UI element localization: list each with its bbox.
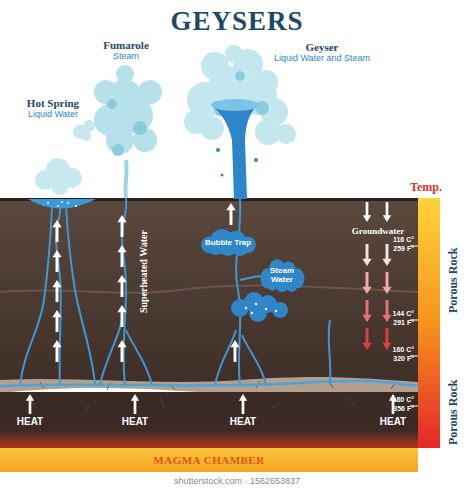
cloud-label: Bubble Trap <box>205 238 251 247</box>
diagram-title: GEYSERS <box>0 6 474 37</box>
watermark: shutterstock.com · 1562653837 <box>0 476 474 486</box>
groundwater-label: Groundwater <box>346 226 410 236</box>
temperature-value: 259 F° <box>382 245 414 252</box>
heat-label: HEAT <box>223 416 263 427</box>
heat-label: HEAT <box>10 416 50 427</box>
heat-label: HEAT <box>373 416 413 427</box>
geyser-feature: GeyserLiquid Water and Steam <box>266 38 378 66</box>
feature-name: Hot Spring <box>27 97 79 109</box>
feature-subtitle: Liquid Water and Steam <box>274 53 370 63</box>
band-label: MAGMA CHAMBER <box>153 454 264 466</box>
temperature-heading: Temp. <box>410 180 454 195</box>
feature-name: Geyser <box>306 41 339 53</box>
temperature-value: 116 C° <box>382 236 414 243</box>
temperature-value: 144 C° <box>382 310 414 317</box>
hot-spring-feature: Hot SpringLiquid Water <box>8 94 98 122</box>
steam-water-cloud: Steam Water <box>258 258 306 292</box>
cloud-label: Steam Water <box>266 266 298 284</box>
temperature-value: 180 C° <box>382 396 414 403</box>
fumarole-feature: FumaroleSteam <box>80 36 172 64</box>
heat-label: HEAT <box>115 416 155 427</box>
rock-layer-label: Porous Rock <box>446 372 462 452</box>
bubble-trap-cloud: Bubble Trap <box>198 228 258 256</box>
feature-name: Fumarole <box>103 39 149 51</box>
temperature-value: 160 C° <box>382 346 414 353</box>
temperature-value: 291 F° <box>382 319 414 326</box>
rock-layer-label: Porous Rock <box>446 228 462 332</box>
temperature-value: 356 F° <box>382 405 414 412</box>
feature-subtitle: Liquid Water <box>28 109 78 119</box>
magma-chamber-band: MAGMA CHAMBER <box>0 448 418 472</box>
column-label: Superheated Water <box>138 212 152 332</box>
feature-subtitle: Steam <box>113 51 139 61</box>
temperature-value: 320 F° <box>382 355 414 362</box>
